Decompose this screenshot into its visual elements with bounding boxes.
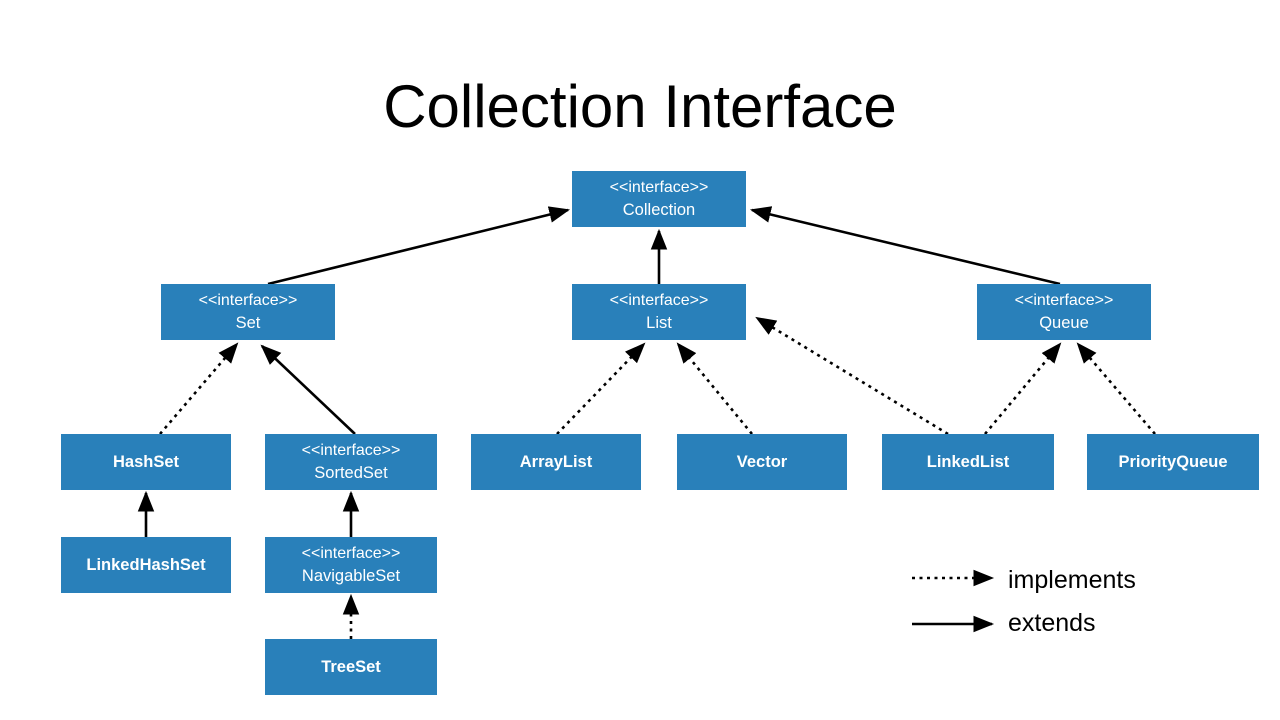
node-vector[interactable]: Vector (677, 434, 847, 490)
legend-label-implements: implements (1008, 566, 1136, 594)
node-stereotype: <<interface>> (1014, 292, 1114, 310)
edge-arraylist-to-list (556, 342, 646, 435)
edge-sortedset-to-set (260, 344, 356, 435)
node-stereotype: <<interface>> (301, 545, 401, 563)
node-label: SortedSet (314, 463, 388, 482)
edge-priorityqueue-to-queue (1076, 342, 1156, 435)
node-label: Collection (622, 200, 696, 219)
node-label: PriorityQueue (1118, 452, 1228, 471)
node-stereotype: <<interface>> (301, 442, 401, 460)
edge-queue-to-collection (749, 206, 1061, 286)
node-set[interactable]: <<interface>> Set (161, 284, 335, 340)
node-label: LinkedList (926, 452, 1010, 471)
node-label: LinkedHashSet (86, 555, 206, 574)
node-label: ArrayList (519, 452, 593, 471)
node-queue[interactable]: <<interface>> Queue (977, 284, 1151, 340)
edge-vector-to-list (676, 342, 754, 435)
node-label: Set (235, 313, 261, 332)
legend-label-extends: extends (1008, 609, 1096, 637)
edge-hashset-to-set (159, 342, 239, 435)
node-list[interactable]: <<interface>> List (572, 284, 746, 340)
node-navigableset[interactable]: <<interface>> NavigableSet (265, 537, 437, 593)
node-label: HashSet (112, 452, 180, 471)
node-label: Queue (1039, 313, 1089, 332)
page-title: Collection Interface (383, 73, 897, 140)
edge-linkedlist-to-queue (984, 342, 1062, 435)
node-stereotype: <<interface>> (198, 292, 298, 310)
node-hashset[interactable]: HashSet (61, 434, 231, 490)
node-label: NavigableSet (301, 566, 401, 585)
node-priorityqueue[interactable]: PriorityQueue (1087, 434, 1259, 490)
node-treeset[interactable]: TreeSet (265, 639, 437, 695)
node-collection[interactable]: <<interface>> Collection (572, 171, 746, 227)
node-stereotype: <<interface>> (609, 179, 709, 197)
edge-set-to-collection (267, 206, 571, 286)
node-sortedset[interactable]: <<interface>> SortedSet (265, 434, 437, 490)
node-label: Vector (736, 452, 788, 471)
node-label: TreeSet (321, 657, 381, 676)
node-linkedhashset[interactable]: LinkedHashSet (61, 537, 231, 593)
edge-linkedlist-to-list (755, 316, 949, 436)
node-arraylist[interactable]: ArrayList (471, 434, 641, 490)
node-stereotype: <<interface>> (609, 292, 709, 310)
node-linkedlist[interactable]: LinkedList (882, 434, 1054, 490)
node-label: List (646, 313, 672, 332)
